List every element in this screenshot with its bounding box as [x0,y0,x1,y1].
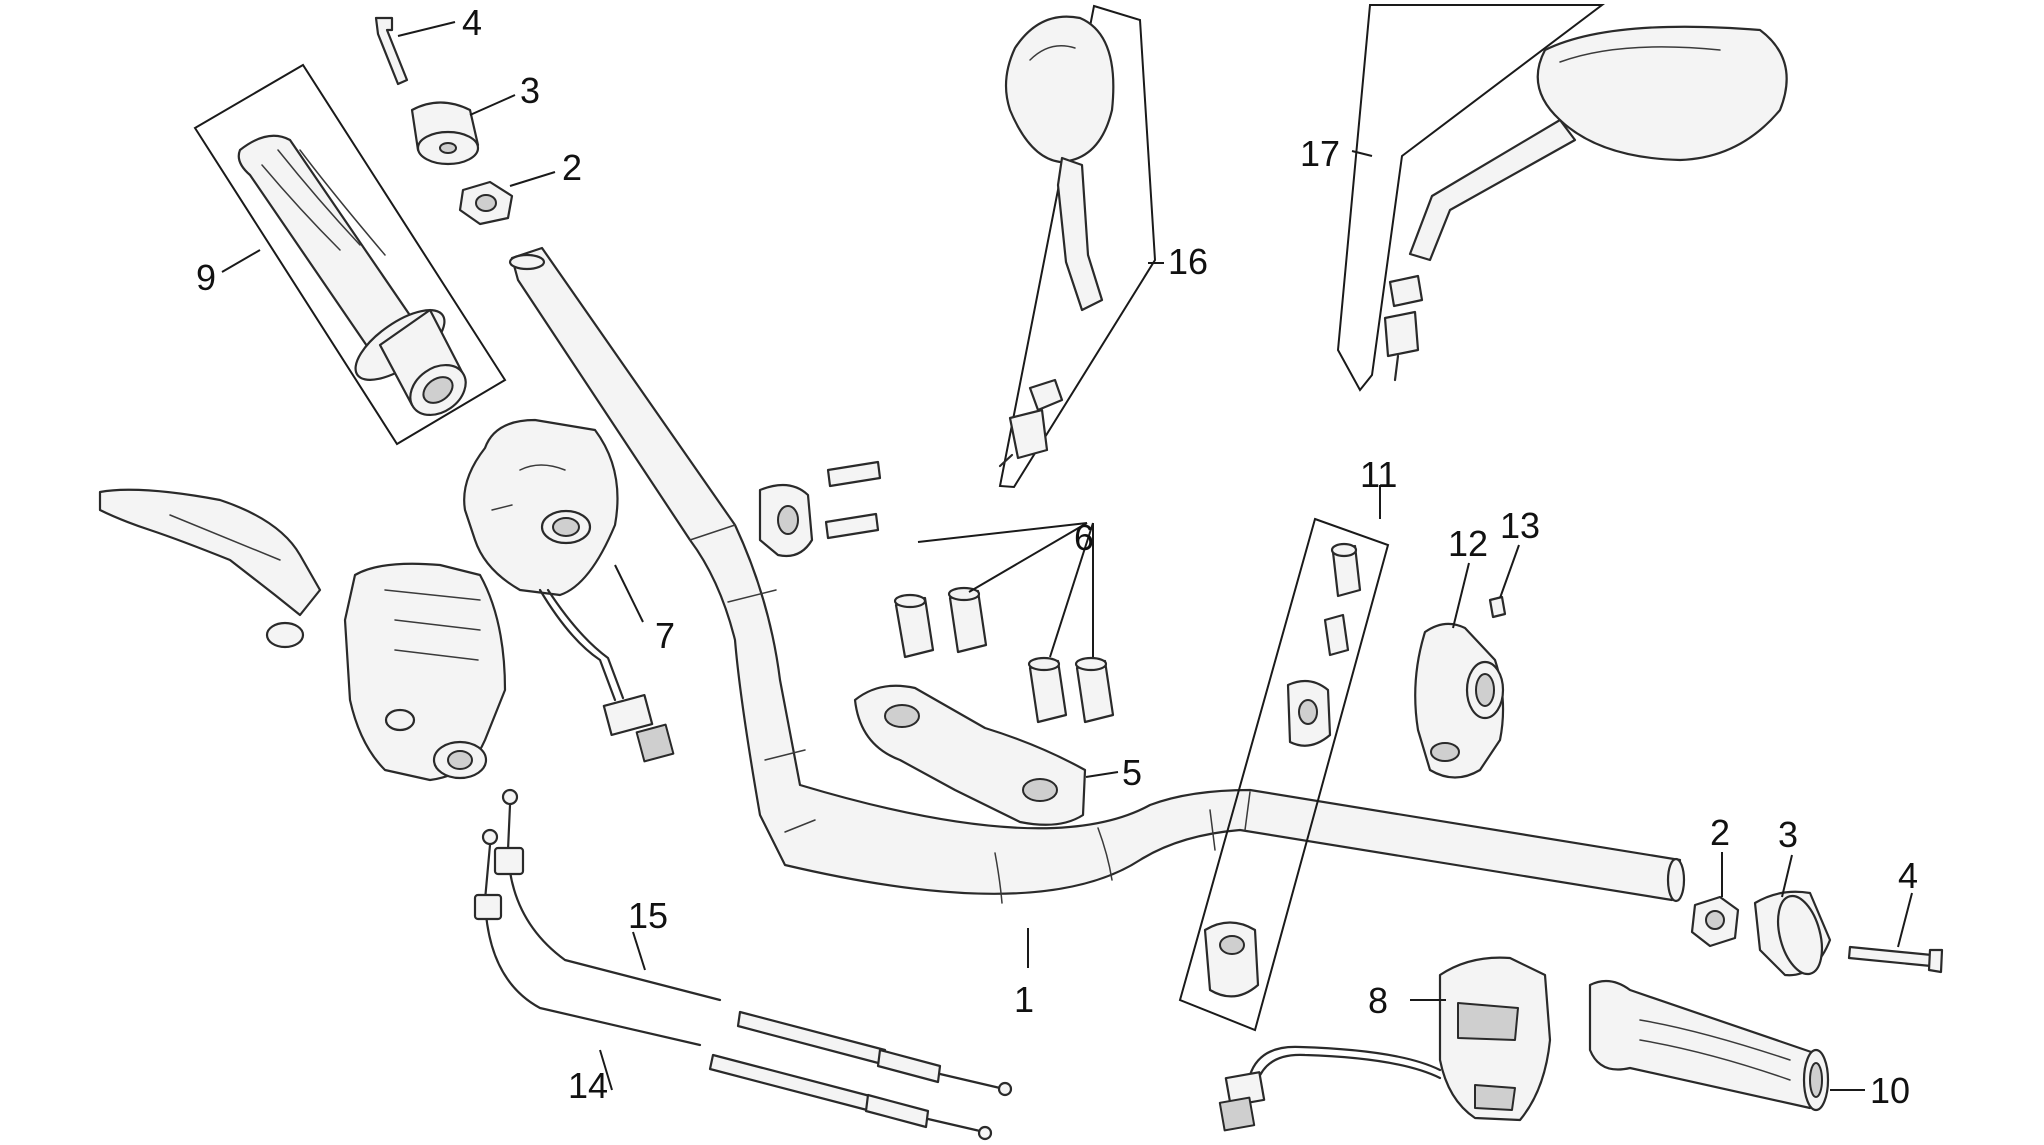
right-bar-end-bolt-part-4 [1847,945,1944,974]
callout-13: 13 [1500,505,1540,546]
callout-12: 12 [1448,523,1488,564]
leader-lines [221,21,1913,1091]
callout-3-left: 3 [520,70,540,111]
left-bar-end-nut-part-2 [458,180,514,226]
callout-10: 10 [1870,1070,1910,1111]
right-mirror-part-17 [1336,4,1788,392]
callout-4-left: 4 [462,2,482,43]
right-switch-bracket-part-11 [1178,517,1390,1032]
callout-11: 11 [1360,454,1397,495]
handlebar-top-clamp-part-5 [853,684,1087,826]
left-mirror-part-16 [998,4,1157,489]
callout-7: 7 [655,615,675,656]
callout-15: 15 [628,895,668,936]
left-clamp [758,460,882,558]
right-grip-part-10 [1588,979,1830,1112]
throttle-screw-part-13 [1488,595,1507,619]
left-bar-end-bolt-part-4 [374,16,409,86]
callout-2-right: 2 [1710,812,1730,853]
callout-8: 8 [1368,980,1388,1021]
callout-5: 5 [1122,752,1142,793]
brake-master-cylinder [98,488,507,782]
left-switch-housing-part-7 [463,418,675,763]
right-switch-housing-part-8 [1218,956,1552,1132]
callout-3-right: 3 [1778,814,1798,855]
left-bar-end-weight-part-3 [410,101,480,166]
callout-4-right: 4 [1898,855,1918,896]
callout-2-left: 2 [562,147,582,188]
throttle-cables-parts-14-15 [473,788,1013,1141]
callout-14: 14 [568,1065,608,1106]
clamp-screws-part-6 [893,586,1115,724]
right-bar-end-weight-part-3 [1753,890,1832,977]
throttle-housing-part-12 [1414,622,1505,779]
callout-1: 1 [1014,979,1034,1020]
callout-17: 17 [1300,133,1340,174]
callout-16: 16 [1168,241,1208,282]
right-bar-end-nut-part-2 [1690,895,1740,948]
callout-labels: 1 2 2 3 3 4 4 5 6 7 8 9 10 11 12 13 14 1… [196,2,1918,1111]
handlebar-part-1 [508,246,1686,904]
left-grip-part-9 [193,63,507,446]
callout-9: 9 [196,257,216,298]
callout-6: 6 [1074,517,1094,558]
